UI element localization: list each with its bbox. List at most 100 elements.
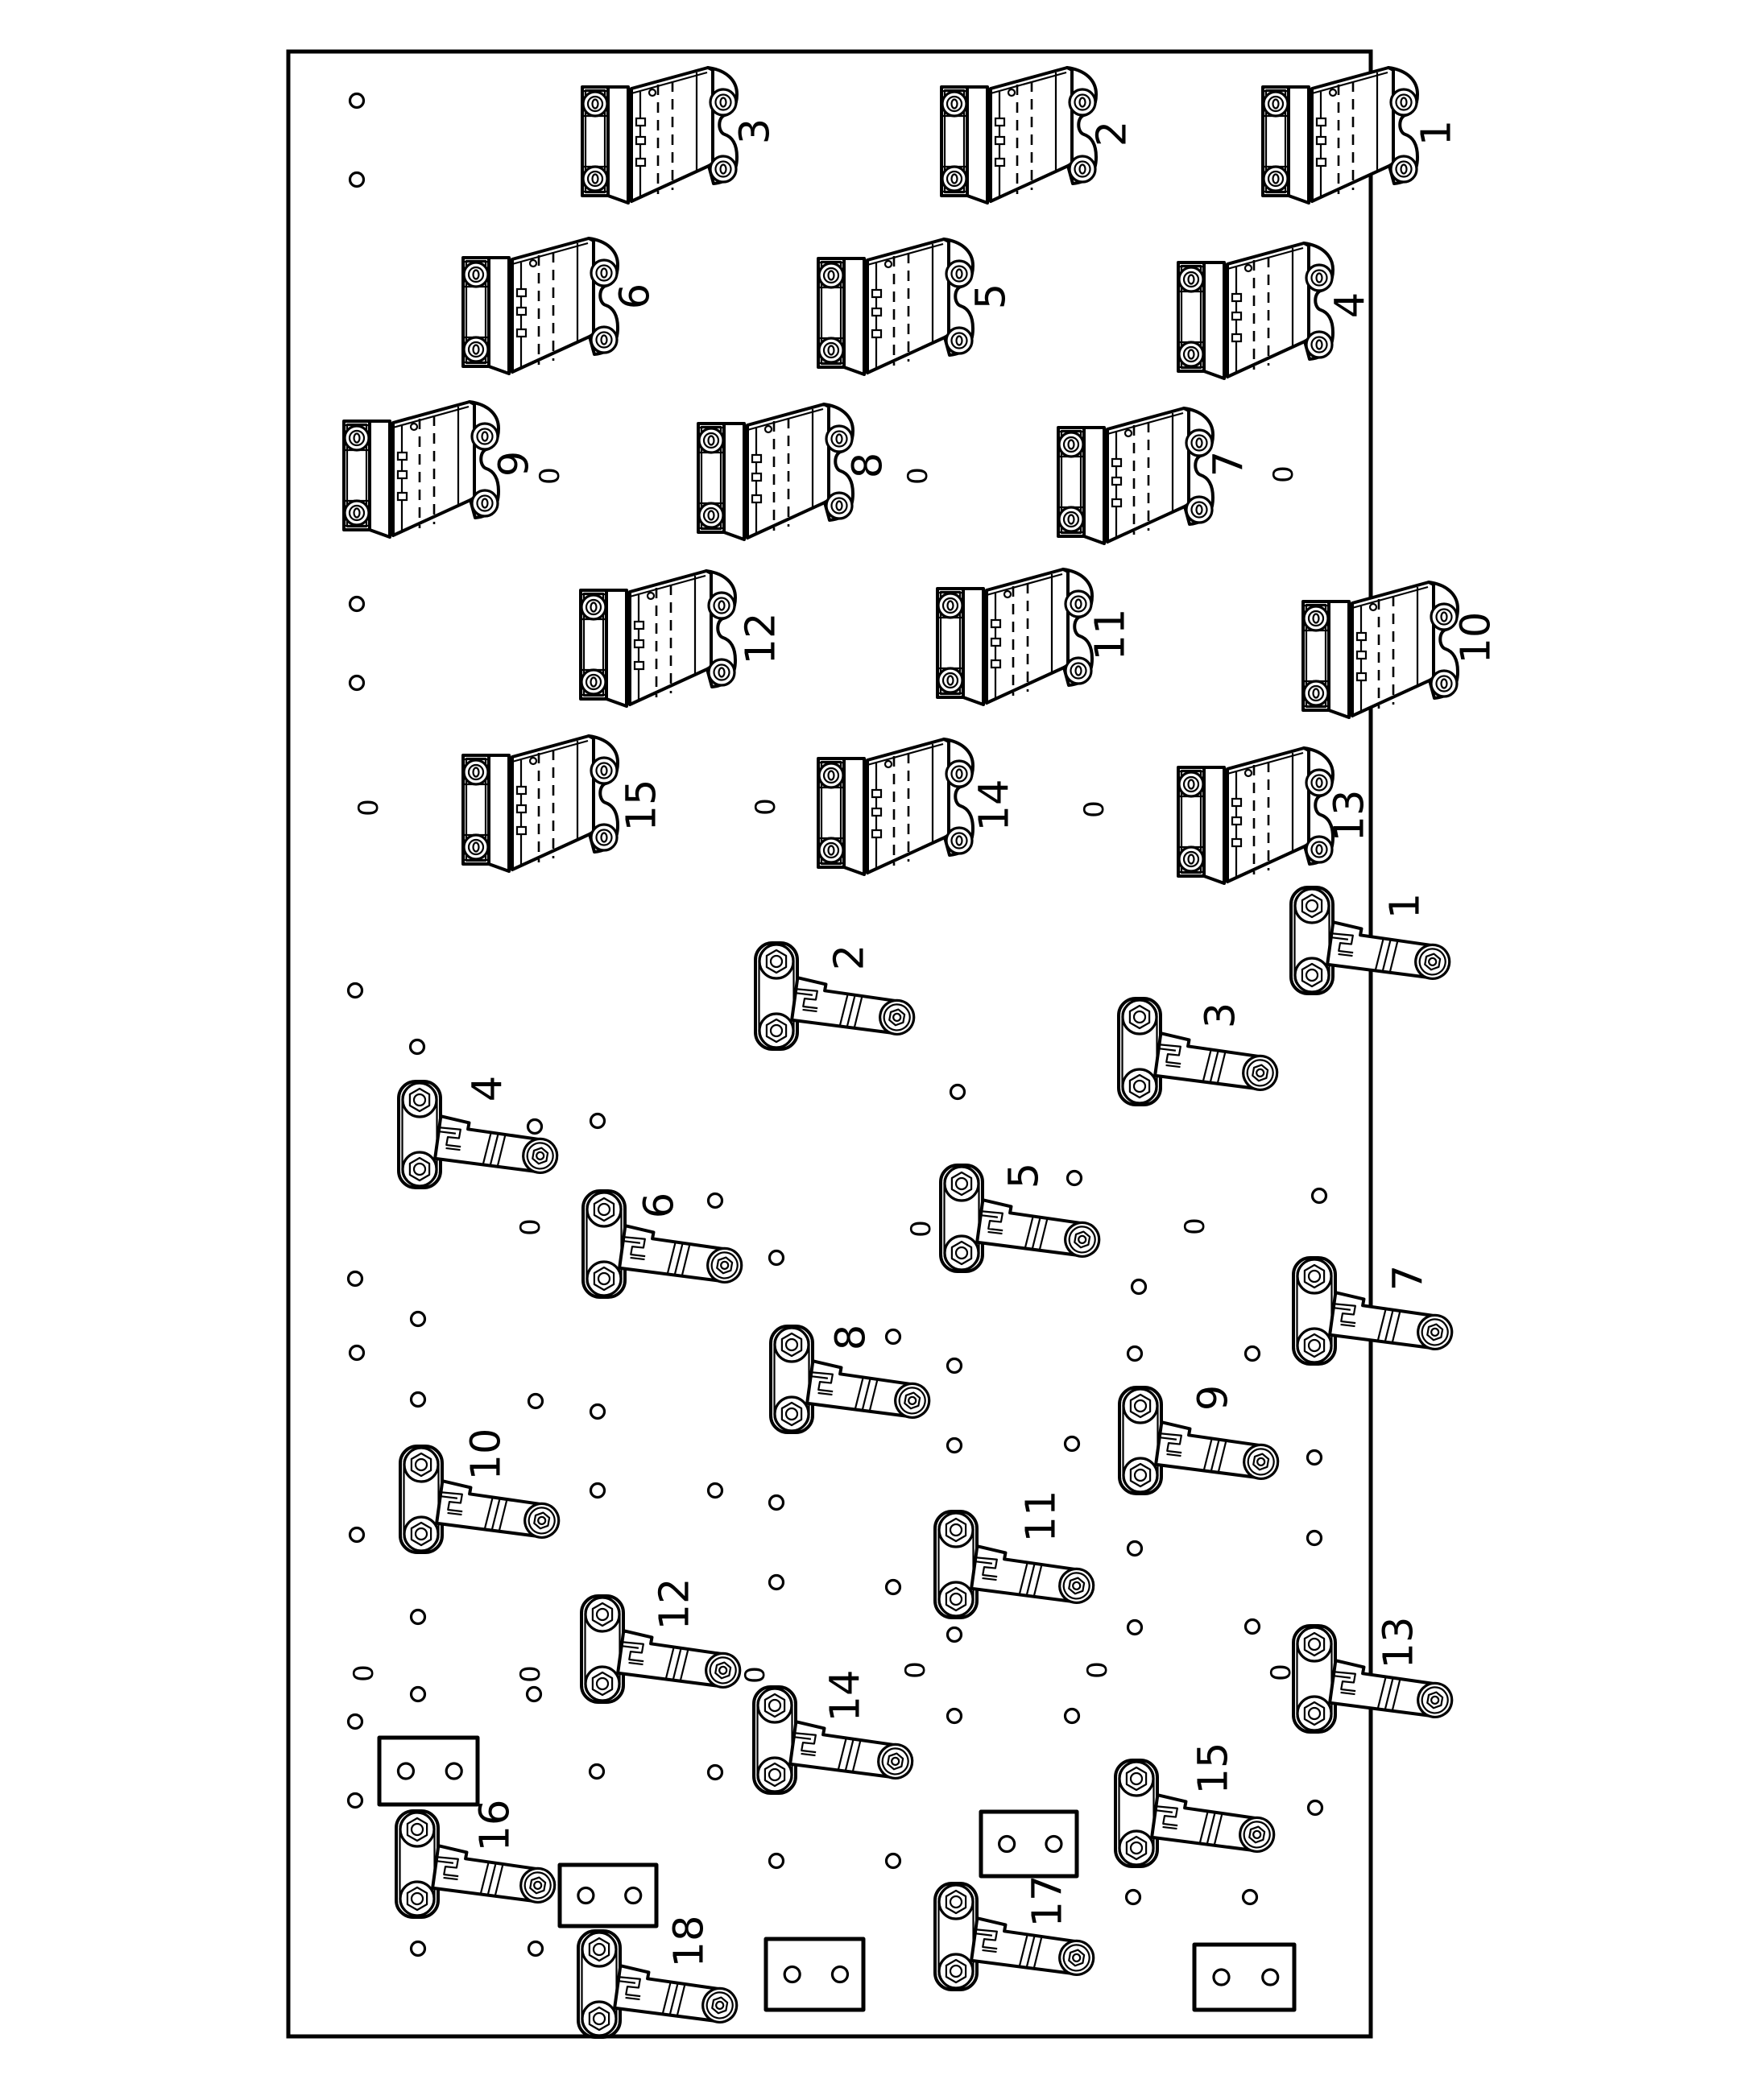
drill-hole	[884, 1852, 902, 1870]
keeper-plate-body	[1192, 1942, 1297, 2012]
drill-hole	[1310, 1187, 1328, 1205]
zero-marker: 0	[1179, 1217, 1211, 1235]
clamp-7: 7	[1292, 1256, 1458, 1366]
drill-hole	[409, 1608, 427, 1626]
clamp-3: 3	[1117, 997, 1283, 1106]
hinge-6: 6	[461, 237, 660, 375]
hinge-14: 14	[817, 738, 1019, 876]
drill-hole	[768, 1494, 785, 1511]
drill-hole	[949, 1083, 966, 1101]
clamp-12: 12	[580, 1578, 746, 1704]
drill-hole	[525, 1685, 543, 1703]
clamp-label: 15	[1190, 1742, 1238, 1795]
drill-hole	[409, 1685, 427, 1703]
hinge-9: 9	[342, 400, 539, 539]
drill-hole	[1063, 1707, 1081, 1725]
hinge-assembly-icon	[1057, 407, 1215, 545]
keeper-plate-body	[763, 1937, 866, 2012]
hinge-11: 11	[936, 568, 1135, 706]
hinge-1: 1	[1261, 66, 1461, 205]
drill-hole	[1306, 1449, 1323, 1466]
drill-hole	[946, 1626, 963, 1643]
clamp-label: 18	[666, 1916, 714, 1968]
drill-hole	[1306, 1529, 1323, 1547]
hinge-label: 5	[968, 283, 1016, 309]
hinge-label: 4	[1327, 292, 1375, 318]
clamp-label: 14	[822, 1670, 870, 1722]
hinge-label: 15	[619, 779, 666, 832]
clamp-17: 17	[933, 1875, 1099, 1991]
clamp-label: 8	[828, 1325, 875, 1350]
keeper-plate-hole	[1045, 1834, 1063, 1854]
hinge-5: 5	[817, 238, 1016, 376]
keeper-plate	[979, 1809, 1079, 1879]
hinge-assembly-icon	[1301, 581, 1459, 719]
clamp-label: 5	[1001, 1163, 1049, 1188]
clamp-9: 9	[1118, 1385, 1284, 1495]
toggle-clamp-icon	[933, 1882, 1099, 1991]
drill-hole	[946, 1357, 963, 1375]
hinge-assembly-icon	[1177, 242, 1335, 380]
drill-hole	[348, 1344, 366, 1362]
drill-hole	[1126, 1618, 1144, 1636]
hinge-label: 14	[971, 779, 1019, 832]
zero-marker: 0	[1082, 1661, 1114, 1679]
drill-hole	[1130, 1278, 1148, 1296]
drill-hole	[706, 1763, 724, 1781]
clamp-label: 13	[1376, 1617, 1423, 1669]
hinge-assembly-icon	[581, 66, 739, 205]
hinge-3: 3	[581, 66, 780, 205]
clamp-label: 10	[463, 1428, 511, 1481]
keeper-plate-hole	[577, 1886, 595, 1905]
drill-hole	[527, 1392, 544, 1410]
hinge-label: 9	[491, 451, 539, 477]
drill-hole	[348, 92, 366, 110]
drill-hole	[589, 1403, 606, 1420]
clamp-label: 9	[1190, 1385, 1238, 1411]
clamp-label: 4	[465, 1076, 512, 1102]
drill-hole	[409, 1391, 427, 1408]
hinge-4: 4	[1177, 242, 1375, 380]
hinge-label: 6	[612, 283, 660, 309]
hinge-assembly-icon	[817, 738, 975, 876]
drill-hole	[348, 595, 366, 613]
hinge-assembly-icon	[1261, 66, 1419, 205]
drill-hole	[527, 1940, 544, 1957]
drill-hole	[1063, 1435, 1081, 1453]
hinge-assembly-icon	[461, 734, 619, 873]
zero-marker: 0	[1268, 465, 1300, 483]
drill-hole	[946, 1707, 963, 1725]
hinge-label: 8	[845, 453, 892, 478]
keeper-plate-hole	[830, 1965, 850, 1984]
drill-hole	[1126, 1540, 1144, 1557]
drill-hole	[588, 1763, 606, 1780]
clamp-15: 15	[1114, 1742, 1280, 1868]
clamp-5: 5	[939, 1163, 1105, 1273]
drill-hole	[348, 171, 366, 188]
drill-hole	[408, 1038, 426, 1056]
clamp-label: 17	[1024, 1875, 1072, 1928]
clamp-label: 2	[826, 945, 874, 970]
zero-marker: 0	[902, 467, 934, 485]
plate-border	[286, 49, 1373, 2039]
hinge-label: 7	[1206, 451, 1253, 477]
zero-marker: 0	[739, 1666, 772, 1684]
drill-hole	[1241, 1888, 1259, 1906]
drill-hole	[348, 1526, 366, 1544]
hinge-13: 13	[1177, 746, 1374, 885]
keeper-plate	[377, 1735, 480, 1807]
clamp-16: 16	[395, 1800, 561, 1919]
clamp-18: 18	[577, 1916, 743, 2039]
zero-marker: 0	[1078, 800, 1111, 818]
clamp-label: 1	[1382, 893, 1430, 919]
zero-marker: 0	[515, 1665, 547, 1683]
hinge-label: 1	[1413, 120, 1461, 146]
drill-hole	[1124, 1888, 1142, 1906]
drill-hole	[946, 1437, 963, 1454]
clamp-8: 8	[769, 1325, 935, 1434]
hinge-assembly-icon	[579, 569, 737, 708]
clamp-2: 2	[754, 941, 920, 1051]
